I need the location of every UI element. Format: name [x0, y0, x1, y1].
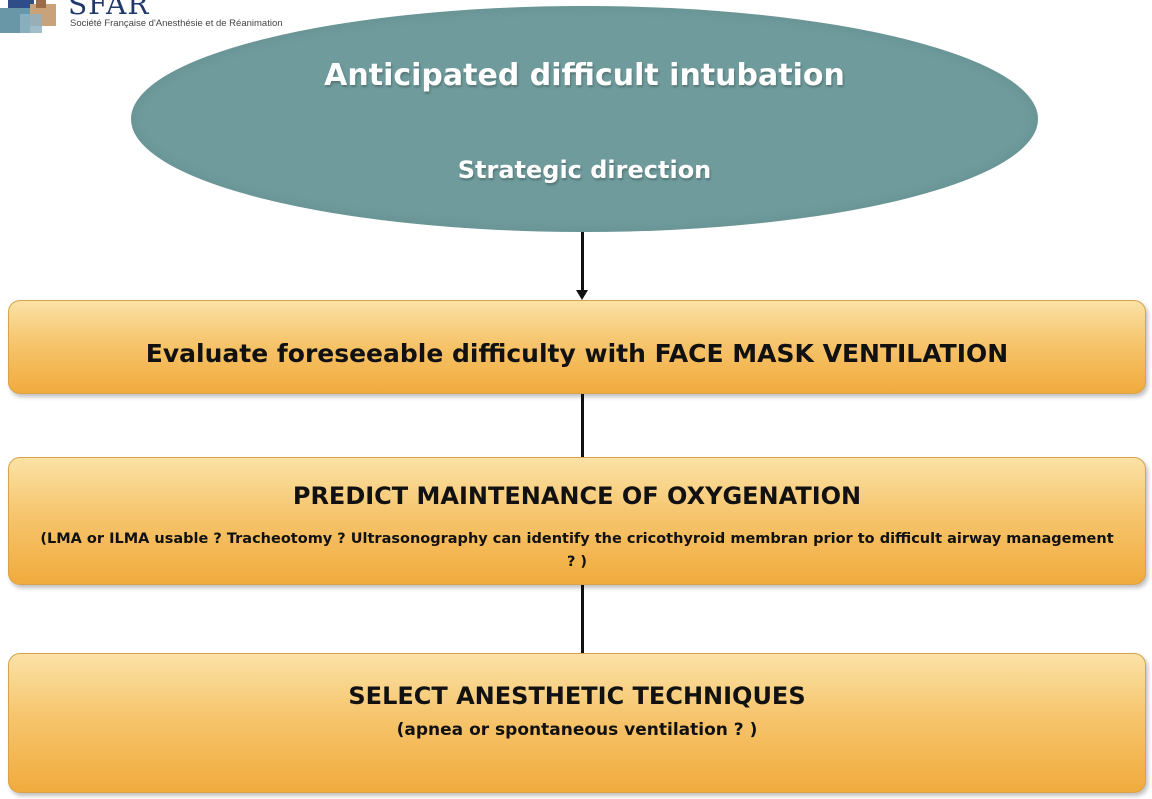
- connector-line-2: [581, 394, 584, 458]
- step-box-oxygenation: PREDICT MAINTENANCE OF OXYGENATION (LMA …: [8, 457, 1146, 585]
- step-2-title: PREDICT MAINTENANCE OF OXYGENATION: [292, 482, 862, 510]
- sfar-logo: SFAR Société Française d'Anesthésie et d…: [0, 0, 300, 34]
- step-box-anesthetic: SELECT ANESTHETIC TECHNIQUES (apnea or s…: [8, 653, 1146, 793]
- connector-line-3: [581, 585, 584, 653]
- header-ellipse: [131, 6, 1038, 232]
- arrowhead-1: [576, 290, 588, 300]
- connector-line-1: [581, 232, 584, 292]
- step-2-detail: (LMA or ILMA usable ? Tracheotomy ? Ultr…: [40, 531, 1114, 570]
- step-box-face-mask: Evaluate foreseeable difficulty with FAC…: [8, 300, 1146, 394]
- diagram-title: Anticipated difficult intubation: [324, 58, 845, 93]
- logo-name: SFAR: [68, 0, 150, 21]
- step-3-detail: (apnea or spontaneous ventilation ? ): [396, 720, 758, 740]
- step-3-title: SELECT ANESTHETIC TECHNIQUES: [348, 682, 806, 710]
- sfar-logo-mark: [0, 0, 56, 33]
- logo-subtitle: Société Française d'Anesthésie et de Réa…: [70, 18, 283, 29]
- diagram-subtitle: Strategic direction: [457, 156, 712, 184]
- step-1-title: Evaluate foreseeable difficulty with FAC…: [145, 339, 1009, 368]
